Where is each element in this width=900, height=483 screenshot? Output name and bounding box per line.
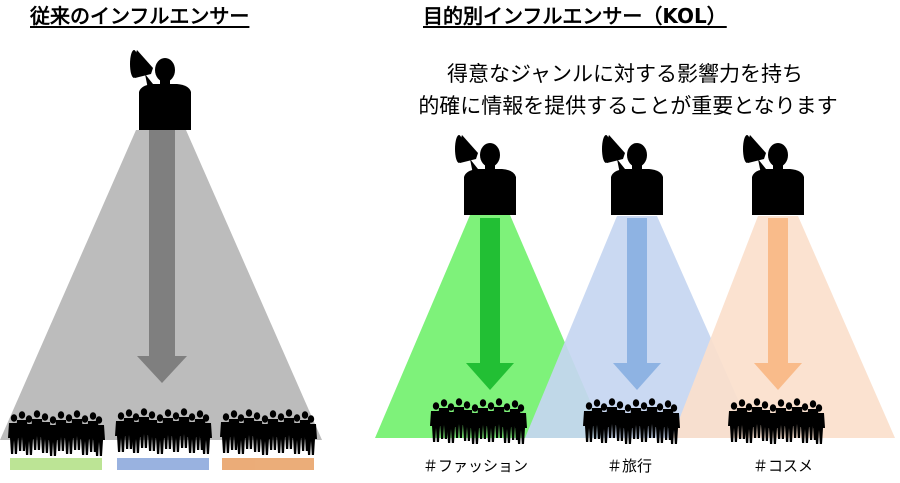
kol-title: 目的別インフルエンサー（KOL）: [423, 4, 727, 28]
tag-fashion: ＃ファッション: [423, 457, 529, 475]
tag-travel: ＃旅行: [607, 457, 653, 475]
description-line-2: 的確に情報を提供することが重要となります: [418, 94, 838, 118]
description-line-1: 得意なジャンルに対する影響力を持ち: [447, 62, 803, 86]
travel-speaker-icon: [602, 135, 663, 215]
tag-cosme: ＃コスメ: [753, 457, 814, 475]
fashion-arrow-down-icon: [466, 218, 514, 390]
travel-arrow-down-icon: [613, 218, 661, 390]
traditional-arrow-down-icon: [137, 130, 187, 383]
cosme-arrow-down-icon: [754, 218, 802, 390]
traditional-influencer-title: 従来のインフルエンサー: [30, 4, 250, 28]
crowd-reflection: [10, 458, 314, 470]
cosme-speaker-icon: [743, 135, 804, 215]
fashion-speaker-icon: [455, 135, 516, 215]
megaphone-speaker-icon: [130, 50, 191, 130]
